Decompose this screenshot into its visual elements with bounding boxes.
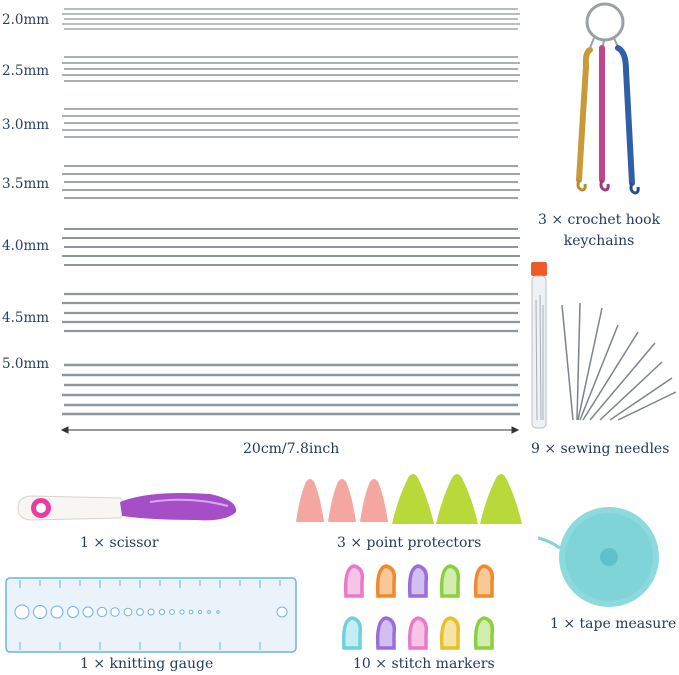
sewing-needles-label: 9 × sewing needles [531,441,670,457]
stitch-markers [341,564,495,650]
scissor [17,493,237,521]
crochet-hook-keychains [576,2,640,195]
needle-size-label: 2.0mm [2,12,50,28]
knitting-gauge-label: 1 × knitting gauge [80,656,214,672]
needle-set-4-5mm [62,292,520,333]
needle-size-label: 3.5mm [2,176,50,192]
needle-size-label: 5.0mm [2,356,50,372]
needle-set-3-5mm [62,165,520,199]
point-protectors [296,474,522,524]
needle-size-label: 2.5mm [2,63,50,79]
needle-set-5-0mm [62,363,520,416]
needle-set-3-0mm [62,108,520,138]
needle-size-label: 4.5mm [2,310,50,326]
needle-set-2-5mm [62,56,520,82]
length-label: 20cm/7.8inch [243,441,340,457]
knitting-gauge [5,577,297,653]
tape-measure [537,507,659,607]
length-arrow [60,426,520,434]
needle-size-label: 3.0mm [2,117,50,133]
point-protectors-label: 3 × point protectors [337,535,482,551]
stitch-markers-label: 10 × stitch markers [353,656,495,672]
needle-set-4-0mm [62,228,520,266]
needle-set-2-0mm [62,8,520,30]
crochet-hook-label: 3 × crochet hook keychains [538,212,661,249]
needle-size-label: 4.0mm [2,238,50,254]
tape-measure-label: 1 × tape measure [550,616,677,632]
needle-tube [531,262,547,429]
sewing-needles [561,302,677,421]
scissor-label: 1 × scissor [80,535,159,551]
